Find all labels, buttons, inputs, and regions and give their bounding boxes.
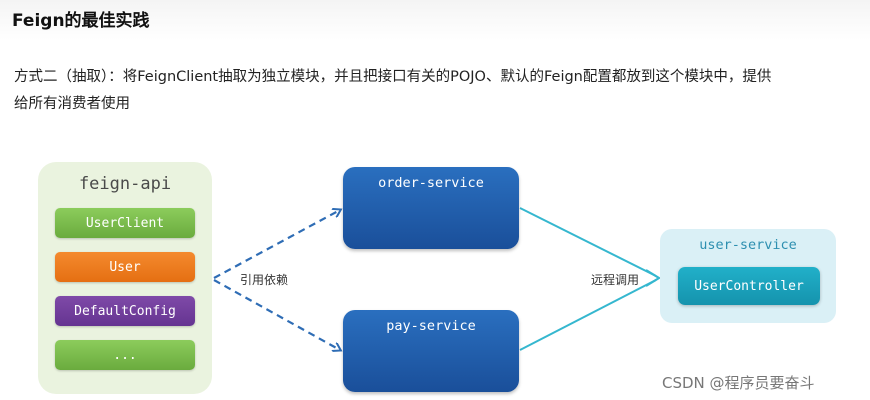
dependency-arrow-order: [213, 210, 340, 279]
user-service-title: user-service: [699, 237, 797, 253]
module-user: User: [55, 252, 195, 282]
user-controller-box: UserController: [678, 267, 820, 305]
description-line2: 给所有消费者使用: [14, 96, 130, 112]
dependency-arrow-pay: [213, 279, 340, 350]
module-defaultconfig: DefaultConfig: [55, 296, 195, 326]
remote-call-arrowhead: [645, 269, 662, 287]
description-pojo: POJO: [450, 69, 486, 85]
header-band: [0, 0, 870, 40]
description-mid2: 、默认的: [485, 69, 544, 85]
user-service-panel: user-service UserController: [660, 229, 836, 323]
watermark: CSDN @程序员要奋斗: [662, 374, 815, 392]
remote-call-arrow-pay: [519, 279, 657, 351]
remote-call-label: 远程调用: [591, 273, 640, 287]
module-more: ...: [55, 340, 195, 370]
dependency-label: 引用依赖: [240, 273, 289, 287]
pay-service-label: pay-service: [386, 318, 476, 334]
page-title: Feign的最佳实践: [12, 11, 150, 31]
description-mid: 抽取为独立模块，并且把接口有关的: [218, 69, 451, 85]
description-suffix: 配置都放到这个模块中，提供: [582, 69, 772, 85]
feign-api-title: feign-api: [78, 174, 172, 194]
order-service-box: order-service: [343, 167, 519, 249]
description-prefix: 方式二（抽取）：将: [14, 69, 138, 85]
module-userclient: UserClient: [55, 208, 195, 238]
pay-service-box: pay-service: [343, 310, 519, 392]
description: 方式二（抽取）：将FeignClient抽取为独立模块，并且把接口有关的POJO…: [14, 64, 860, 118]
description-feign: Feign: [543, 69, 583, 85]
remote-call-arrow-order: [519, 207, 657, 277]
feign-api-panel: feign-api UserClient User DefaultConfig …: [38, 162, 212, 394]
order-service-label: order-service: [378, 175, 484, 191]
description-feignclient: FeignClient: [137, 69, 219, 85]
